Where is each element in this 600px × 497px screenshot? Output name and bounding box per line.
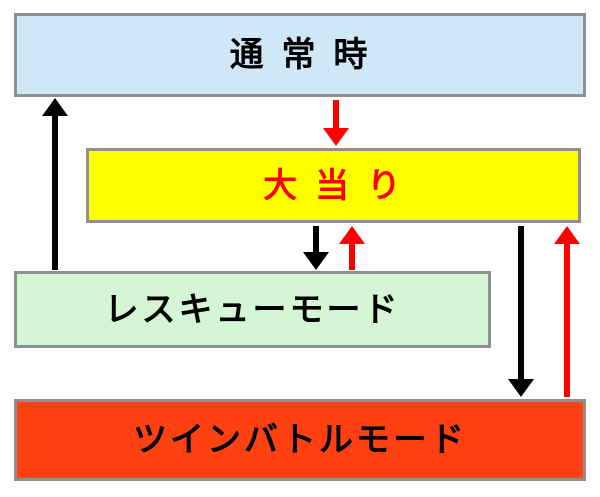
arrowhead-down-icon <box>303 252 329 270</box>
arrow-rescue-to-normal <box>42 98 68 270</box>
box-normal-label: 通 常 時 <box>229 35 371 75</box>
arrow-shaft <box>349 241 355 270</box>
box-rescue-mode: レスキューモード <box>14 271 491 348</box>
arrow-jackpot-to-twin-battle <box>508 226 534 397</box>
arrow-shaft <box>333 100 339 131</box>
arrowhead-up-icon <box>42 98 68 116</box>
arrow-normal-to-jackpot <box>323 100 349 146</box>
arrow-shaft <box>518 226 524 382</box>
arrow-jackpot-to-rescue <box>303 226 329 270</box>
box-normal-mode: 通 常 時 <box>14 13 586 97</box>
arrow-shaft <box>313 226 319 255</box>
box-jackpot: 大 当 り <box>86 148 581 223</box>
arrow-rescue-to-jackpot <box>339 226 365 270</box>
arrow-shaft <box>564 241 570 397</box>
arrowhead-down-icon <box>323 128 349 146</box>
box-twin-battle-label: ツインバトルモード <box>132 420 468 460</box>
arrowhead-down-icon <box>508 379 534 397</box>
arrow-shaft <box>52 113 58 270</box>
box-rescue-label: レスキューモード <box>104 289 401 330</box>
box-jackpot-label: 大 当 り <box>263 165 404 206</box>
arrow-twin-battle-to-jackpot <box>554 226 580 397</box>
arrowhead-up-icon <box>554 226 580 244</box>
box-twin-battle-mode: ツインバトルモード <box>14 399 586 481</box>
arrowhead-up-icon <box>339 226 365 244</box>
